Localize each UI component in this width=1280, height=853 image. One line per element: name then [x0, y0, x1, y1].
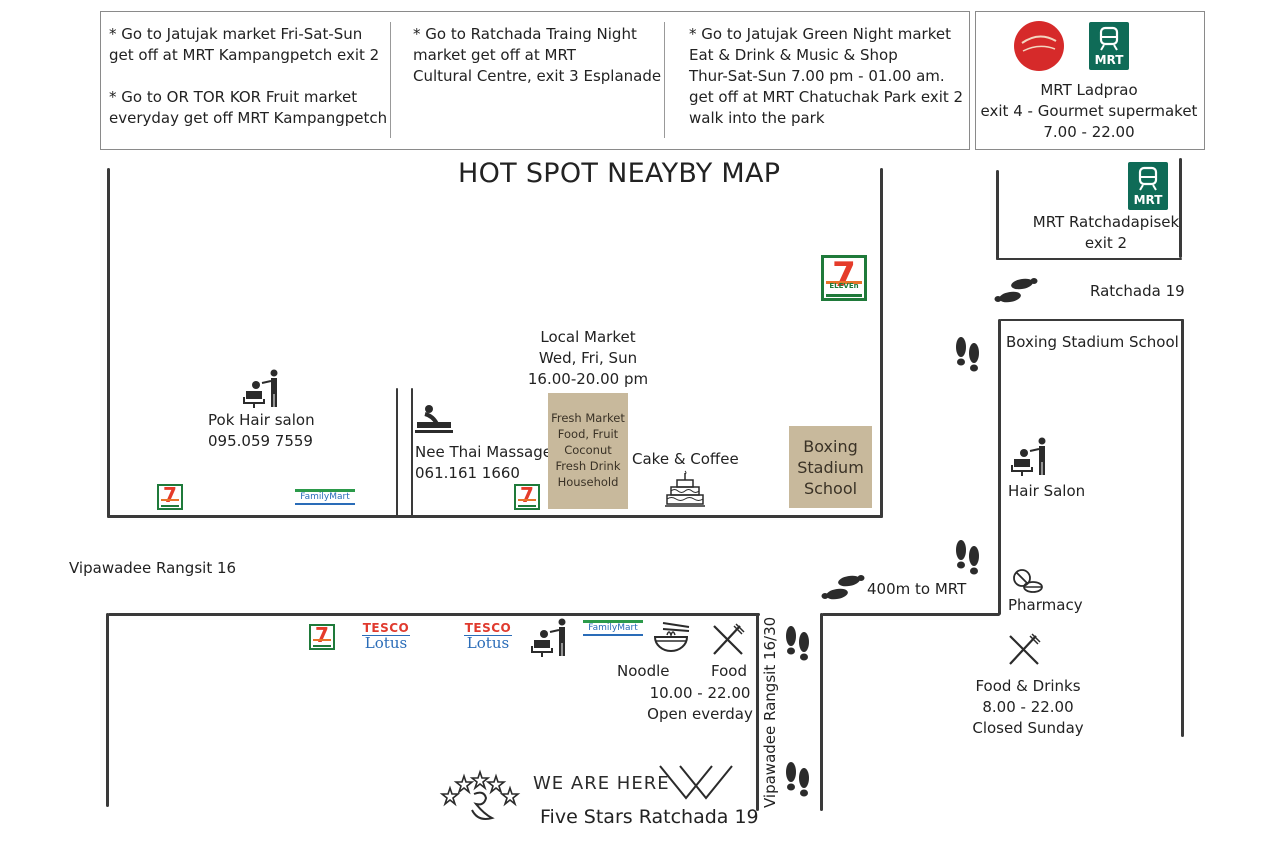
barber-icon — [531, 618, 566, 657]
nee-thai-massage: Nee Thai Massage 061.161 1660 — [415, 443, 552, 482]
fork-knife-icon — [1009, 633, 1041, 665]
train-icon — [1099, 26, 1119, 51]
street-vipawadee-16-30: Vipawadee Rangsit 16/30 — [761, 616, 779, 808]
street-vipawadee-16: Vipawadee Rangsit 16 — [69, 559, 237, 577]
southeast-block-left — [820, 613, 823, 811]
alley-line — [411, 388, 413, 516]
mrt-logo-text: MRT — [1133, 193, 1163, 207]
info-panel — [100, 11, 970, 150]
distance-to-mrt: 400m to MRT — [867, 580, 967, 598]
block-left-edge — [107, 168, 110, 518]
barber-icon — [243, 369, 278, 408]
stars-logo — [439, 769, 521, 820]
familymart-logo: FamilyMart — [295, 489, 355, 505]
seven-eleven-logo: 7 — [309, 624, 335, 650]
food-label: Food — [711, 662, 747, 680]
seven-eleven-logo: 7 — [157, 484, 183, 510]
boxing-school-label: Boxing Stadium School — [1006, 333, 1179, 351]
mrt-block-bottom — [996, 258, 1182, 260]
pill-icon — [1013, 569, 1043, 593]
southeast-block-top — [822, 613, 1000, 616]
ratchada19-label: Ratchada 19 — [1090, 282, 1185, 300]
east-block-left — [998, 319, 1001, 615]
food-drinks-info: Food & Drinks 8.00 - 22.00 Closed Sunday — [972, 677, 1084, 737]
south-block-right — [756, 613, 759, 811]
footsteps-icon — [786, 762, 809, 797]
gourmet-market-logo — [1014, 21, 1064, 71]
footsteps-icon — [821, 575, 865, 600]
train-icon — [1138, 166, 1158, 191]
massage-icon — [415, 405, 453, 433]
note-ratchada-night: * Go to Ratchada Traing Night market get… — [413, 25, 662, 85]
pharmacy-label: Pharmacy — [1008, 596, 1083, 614]
chevron-down-icon — [659, 765, 733, 800]
mrt-logo-text: MRT — [1094, 53, 1124, 67]
east-block-right — [1181, 319, 1184, 737]
map-title: HOT SPOT NEAYBY MAP — [458, 158, 781, 189]
hair-salon-label: Hair Salon — [1008, 482, 1086, 500]
mrt-ratchadapisek-label: MRT Ratchadapisek exit 2 — [1032, 213, 1180, 252]
mrt-logo: MRT — [1128, 162, 1168, 210]
south-block-top — [108, 613, 760, 616]
cake-icon — [665, 470, 705, 507]
mrt-logo: MRT — [1089, 22, 1129, 70]
barber-icon — [1011, 437, 1046, 476]
food-hours: 10.00 - 22.00 Open everday — [647, 684, 753, 723]
ladprao-info: MRT Ladprao exit 4 - Gourmet supermaket … — [980, 81, 1198, 141]
alley-line — [396, 388, 398, 516]
tesco-lotus-logo: TESCO Lotus — [362, 621, 410, 652]
noodle-bowl-icon — [653, 622, 690, 652]
footsteps-icon — [786, 626, 809, 661]
hotel-name: Five Stars Ratchada 19 — [540, 806, 759, 828]
mrt-block-left — [996, 170, 999, 260]
note-jatujak-ortorkor: * Go to Jatujak market Fri-Sat-Sun get o… — [109, 25, 388, 127]
divider — [390, 22, 391, 138]
familymart-logo: FamilyMart — [583, 620, 643, 636]
local-market-info: Local Market Wed, Fri, Sun 16.00-20.00 p… — [527, 328, 649, 388]
tesco-lotus-logo: TESCO Lotus — [464, 621, 512, 652]
seven-eleven-logo: 7 — [514, 484, 540, 510]
boxing-stadium-box: Boxing Stadium School — [789, 426, 872, 508]
noodle-label: Noodle — [617, 662, 670, 680]
footsteps-icon — [956, 337, 979, 372]
block-right-edge — [880, 168, 883, 518]
mrt-block-right — [1179, 158, 1182, 258]
block-bottom-edge — [107, 515, 883, 518]
divider — [664, 22, 665, 138]
note-green-night-market: * Go to Jatujak Green Night market Eat &… — [689, 25, 964, 127]
seven-eleven-logo: 7 ELEVEn — [821, 255, 867, 301]
we-are-here-label: WE ARE HERE — [533, 773, 670, 794]
fresh-market-box: Fresh Market Food, Fruit Coconut Fresh D… — [548, 393, 628, 509]
cake-coffee-label: Cake & Coffee — [632, 450, 739, 468]
south-block-left — [106, 613, 109, 807]
east-block-top — [1000, 319, 1184, 321]
fork-knife-icon — [713, 623, 745, 655]
footsteps-icon — [956, 540, 979, 575]
footsteps-icon — [994, 278, 1038, 303]
pok-hair-salon: Pok Hair salon 095.059 7559 — [208, 411, 315, 450]
